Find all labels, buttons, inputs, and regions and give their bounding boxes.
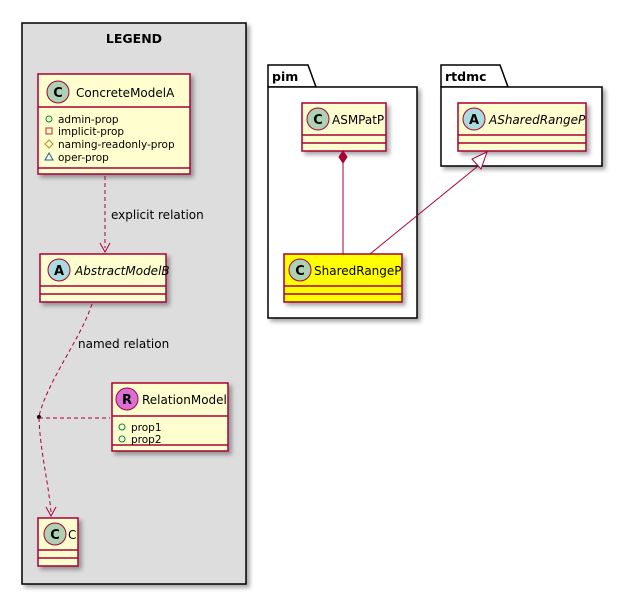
class-name: AbstractModelB	[74, 264, 170, 278]
public-visibility-icon	[45, 115, 53, 123]
relation-model-class[interactable]: R RelationModel prop1 prop2	[111, 382, 229, 452]
composition-edge	[338, 150, 348, 254]
explicit-relation-edge: explicit relation	[99, 176, 204, 254]
edge-label: explicit relation	[111, 208, 204, 222]
class-name: ASharedRangeP	[488, 113, 586, 127]
class-stereotype-c-icon: C	[46, 80, 70, 104]
class-name: ASMPatP	[332, 113, 384, 127]
package-visibility-icon	[44, 151, 54, 161]
svg-text:A: A	[469, 113, 479, 128]
property: prop2	[131, 434, 162, 446]
asmpatp-class[interactable]: C ASMPatP	[301, 102, 387, 152]
class-stereotype-c-icon: C	[288, 258, 312, 282]
class-name: ConcreteModelA	[76, 86, 175, 100]
class-name: SharedRangeP	[314, 264, 402, 278]
sharedrangep-class[interactable]: C SharedRangeP	[283, 253, 403, 303]
property: prop1	[131, 422, 162, 434]
abstract-model-b-class[interactable]: A AbstractModelB	[39, 253, 170, 303]
package-name: pim	[272, 69, 298, 84]
named-relation-edge: named relation	[37, 303, 169, 518]
concrete-model-a-class[interactable]: C ConcreteModelA admin-prop implicit-pro…	[37, 73, 191, 175]
property: oper-prop	[58, 152, 109, 164]
edge-label: named relation	[78, 337, 169, 351]
c-class[interactable]: C C	[37, 517, 79, 567]
property: admin-prop	[58, 114, 119, 126]
public-visibility-icon	[118, 435, 126, 443]
inheritance-triangle-icon	[471, 151, 488, 170]
svg-text:C: C	[50, 528, 60, 543]
svg-text:R: R	[122, 393, 132, 408]
class-stereotype-c-icon: C	[43, 522, 67, 546]
package-name: rtdmc	[445, 69, 487, 84]
abstract-stereotype-a-icon: A	[462, 107, 486, 131]
svg-text:C: C	[295, 264, 305, 279]
svg-text:C: C	[53, 86, 63, 101]
private-visibility-icon	[45, 127, 53, 135]
property: implicit-prop	[58, 126, 124, 138]
public-visibility-icon	[118, 423, 126, 431]
legend-title: LEGEND	[106, 31, 162, 46]
protected-visibility-icon	[44, 139, 54, 149]
svg-text:A: A	[54, 264, 64, 279]
property: naming-readonly-prop	[58, 139, 175, 151]
class-name: RelationModel	[142, 393, 227, 407]
abstract-stereotype-a-icon: A	[47, 258, 71, 282]
asharedrangep-class[interactable]: A ASharedRangeP	[457, 102, 587, 152]
generalization-edge	[369, 151, 488, 255]
svg-text:C: C	[313, 113, 323, 128]
relation-stereotype-r-icon: R	[115, 387, 139, 411]
class-stereotype-c-icon: C	[306, 107, 330, 131]
class-name: C	[68, 528, 76, 542]
